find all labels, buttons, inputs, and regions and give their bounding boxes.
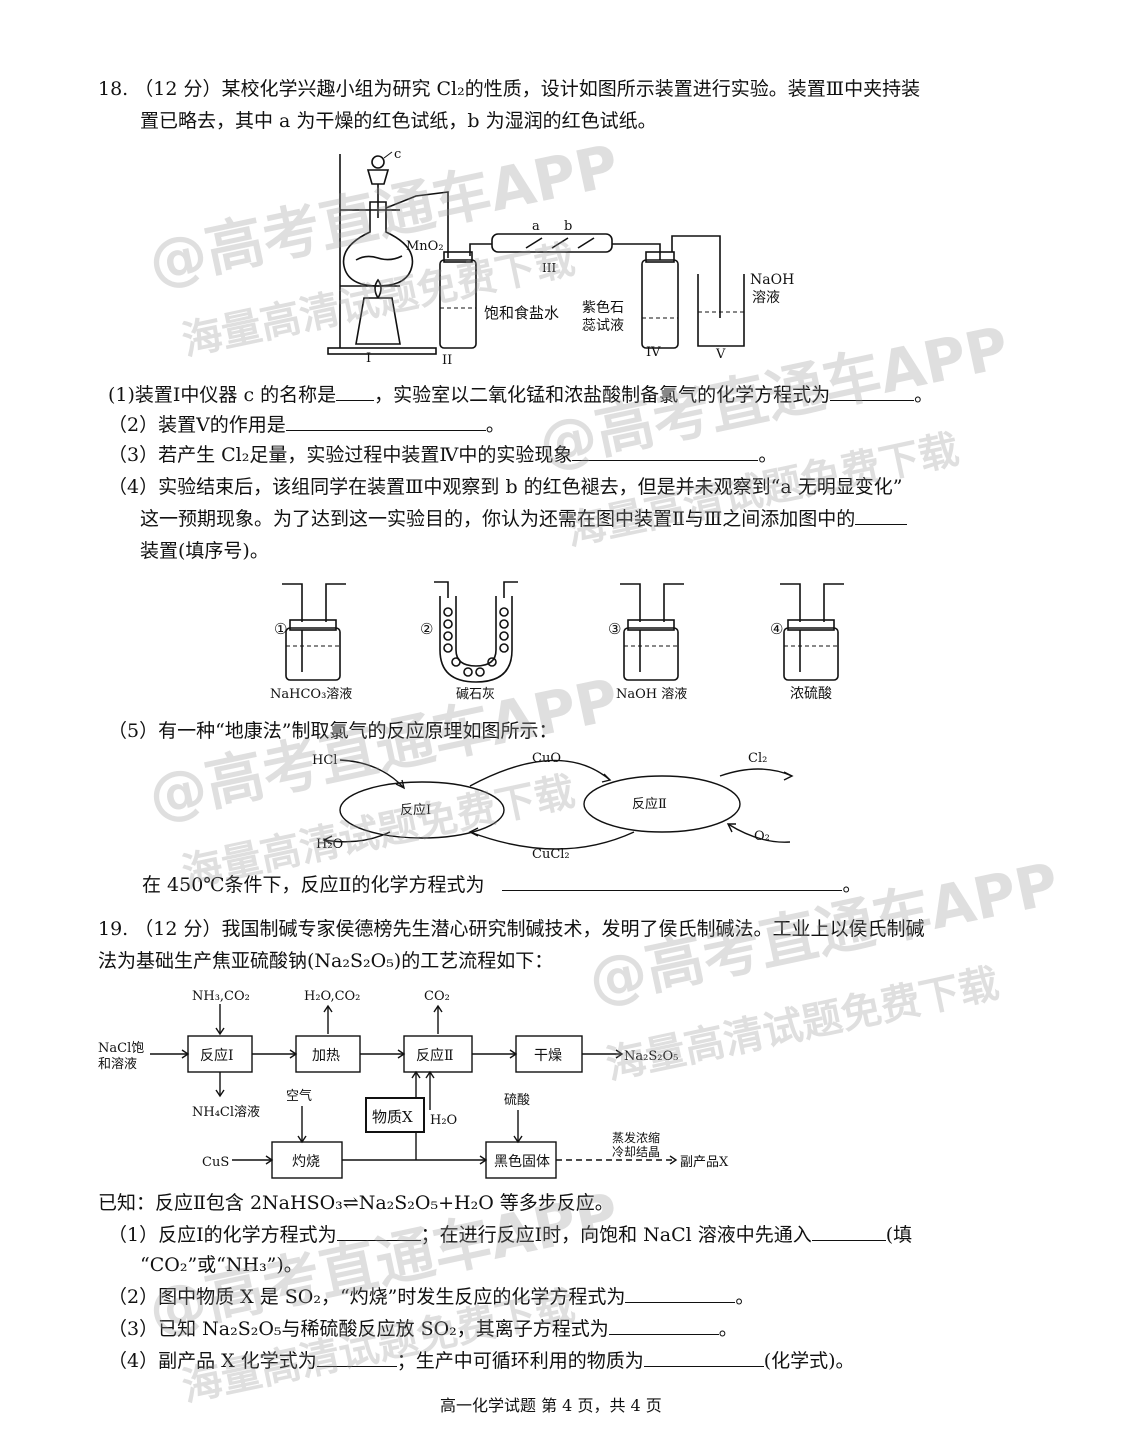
answer-blank[interactable] bbox=[830, 380, 915, 401]
svg-text:碱石灰: 碱石灰 bbox=[456, 687, 495, 702]
flow-burn: 灼烧 bbox=[292, 1154, 320, 1170]
answer-blank[interactable] bbox=[643, 1346, 764, 1367]
answer-blank[interactable] bbox=[316, 1346, 397, 1367]
label-litmus-2: 蕊试液 bbox=[582, 318, 624, 334]
flow-acid: 硫酸 bbox=[504, 1093, 530, 1108]
q19-part1-tail: “CO₂”或“NH₃”)。 bbox=[140, 1254, 303, 1276]
flow-reaction-1: 反应Ⅰ bbox=[200, 1047, 234, 1064]
svg-text:NaOH 溶液: NaOH 溶液 bbox=[616, 687, 687, 702]
svg-text:②: ② bbox=[420, 620, 433, 638]
svg-text:浓硫酸: 浓硫酸 bbox=[790, 686, 832, 702]
flow-nh4cl: NH₄Cl溶液 bbox=[192, 1105, 260, 1120]
answer-blank[interactable] bbox=[608, 1314, 719, 1335]
cycle-h2o: H₂O bbox=[316, 837, 343, 852]
label-mno2: MnO₂ bbox=[406, 239, 444, 254]
label-naoh-1: NaOH bbox=[750, 272, 794, 288]
answer-blank[interactable] bbox=[336, 380, 375, 401]
q18-header: 18. （12 分）某校化学兴趣小组为研究 Cl₂的性质，设计如图所示装置进行实… bbox=[98, 78, 921, 100]
label-III: III bbox=[542, 261, 556, 275]
q18-part4-tail: 装置(填序号)。 bbox=[140, 540, 269, 562]
label-I: I bbox=[366, 351, 371, 366]
q19-known: 已知：反应Ⅱ包含 2NaHSO₃⇌Na₂S₂O₅+H₂O 等多步反应。 bbox=[98, 1192, 614, 1214]
flow-black-solid: 黑色固体 bbox=[494, 1153, 550, 1170]
answer-blank[interactable] bbox=[625, 1282, 736, 1303]
option-4-bottle: ④ 浓硫酸 bbox=[770, 583, 844, 702]
label-V: V bbox=[715, 347, 726, 362]
flow-product: Na₂S₂O₅ bbox=[624, 1049, 678, 1064]
cycle-reaction-2: 反应Ⅱ bbox=[632, 796, 667, 812]
q19-header: 19. （12 分）我国制碱专家侯德榜先生潜心研究制碱技术，发明了侯氏制碱法。工… bbox=[98, 918, 925, 940]
label-II: II bbox=[442, 353, 452, 368]
q19-header-cont: 法为基础生产焦亚硫酸钠(Na₂S₂O₅)的工艺流程如下： bbox=[98, 950, 554, 972]
svg-text:④: ④ bbox=[770, 620, 783, 638]
label-a: a bbox=[532, 219, 540, 234]
cycle-reaction-1: 反应Ⅰ bbox=[400, 802, 431, 818]
q18-part1: (1)装置Ⅰ中仪器 c 的名称是，实验室以二氧化锰和浓盐酸制备氯气的化学方程式为… bbox=[108, 380, 933, 410]
option-devices: ① NaHCO₃溶液 ② 碱石灰 ③ NaOH 溶液 ④ 浓硫酸 bbox=[270, 581, 844, 702]
flow-substance-x: 物质X bbox=[372, 1108, 413, 1126]
q18-part2: （2）装置Ⅴ的作用是。 bbox=[108, 410, 505, 440]
process-flow-diagram: NH₃,CO₂ H₂O,CO₂ CO₂ NaCl饱 和溶液 反应Ⅰ 加热 反应Ⅱ… bbox=[98, 989, 729, 1179]
svg-text:①: ① bbox=[274, 620, 287, 638]
q19-part4: （4）副产品 X 化学式为；生产中可循环利用的物质为(化学式)。 bbox=[108, 1346, 855, 1376]
answer-blank[interactable] bbox=[336, 1220, 421, 1241]
label-c: c bbox=[394, 148, 401, 162]
q18-part5: （5）有一种“地康法”制取氯气的反应原理如图所示： bbox=[108, 720, 558, 742]
q18-part4: （4）实验结束后，该组同学在装置Ⅲ中观察到 b 的红色褪去，但是并未观察到“a … bbox=[108, 476, 903, 498]
label-IV: IV bbox=[646, 345, 661, 360]
cycle-o2: O₂ bbox=[754, 829, 770, 844]
cycle-hcl: HCl bbox=[312, 753, 337, 768]
answer-blank[interactable] bbox=[572, 440, 759, 461]
flow-dry: 干燥 bbox=[534, 1048, 562, 1064]
option-2-u-tube: ② 碱石灰 bbox=[420, 581, 518, 702]
flow-air: 空气 bbox=[286, 1088, 312, 1104]
answer-blank[interactable] bbox=[855, 504, 908, 525]
flow-reaction-2: 反应Ⅱ bbox=[416, 1047, 454, 1064]
answer-blank[interactable] bbox=[502, 870, 843, 891]
flow-cus: CuS bbox=[202, 1155, 229, 1170]
answer-blank[interactable] bbox=[285, 410, 486, 431]
flow-crystallize: 冷却结晶 bbox=[612, 1145, 660, 1159]
label-litmus-1: 紫色石 bbox=[582, 299, 624, 316]
flow-nacl-1: NaCl饱 bbox=[98, 1041, 144, 1056]
q18-part3: （3）若产生 Cl₂足量，实验过程中装置Ⅳ中的实验现象。 bbox=[108, 440, 777, 470]
answer-blank[interactable] bbox=[811, 1220, 886, 1241]
svg-text:③: ③ bbox=[608, 620, 621, 638]
q19-part3: （3）已知 Na₂S₂O₅与稀硫酸反应放 SO₂，其离子方程式为。 bbox=[108, 1314, 738, 1344]
cycle-cucl2: CuCl₂ bbox=[532, 847, 570, 862]
flow-heat: 加热 bbox=[312, 1048, 340, 1064]
apparatus-diagram: c MnO₂ I II 饱和食盐水 a b III 紫色石 蕊试液 IV V N… bbox=[327, 148, 794, 368]
label-b: b bbox=[564, 219, 572, 234]
flow-h2o-co2: H₂O,CO₂ bbox=[304, 989, 360, 1004]
cycle-cl2: Cl₂ bbox=[748, 751, 767, 766]
cycle-cuo: CuO bbox=[532, 751, 561, 766]
q18-part4-cont: 这一预期现象。为了达到这一实验目的，你认为还需在图中装置Ⅱ与Ⅲ之间添加图中的 bbox=[140, 504, 908, 534]
flow-nh3-co2: NH₃,CO₂ bbox=[192, 989, 250, 1004]
q18-part5-equation: 在 450℃条件下，反应Ⅱ的化学方程式为。 bbox=[142, 870, 862, 900]
option-1-bottle: ① NaHCO₃溶液 bbox=[270, 583, 352, 702]
deacon-cycle-diagram: HCl CuO Cl₂ 反应Ⅰ 反应Ⅱ O₂ H₂O CuCl₂ bbox=[312, 751, 794, 862]
flow-co2: CO₂ bbox=[424, 989, 450, 1004]
flow-h2o: H₂O bbox=[430, 1113, 457, 1128]
flow-nacl-2: 和溶液 bbox=[98, 1057, 137, 1072]
option-3-bottle: ③ NaOH 溶液 bbox=[608, 583, 687, 702]
label-brine: 饱和食盐水 bbox=[484, 304, 559, 322]
svg-text:NaHCO₃溶液: NaHCO₃溶液 bbox=[270, 687, 352, 702]
q18-header-cont: 置已略去，其中 a 为干燥的红色试纸，b 为湿润的红色试纸。 bbox=[140, 110, 657, 132]
q19-part2: （2）图中物质 X 是 SO₂，“灼烧”时发生反应的化学方程式为。 bbox=[108, 1282, 754, 1312]
flow-evaporate: 蒸发浓缩 bbox=[612, 1130, 660, 1145]
page-footer: 高一化学试题 第 4 页，共 4 页 bbox=[440, 1396, 662, 1415]
flow-byproduct-x: 副产品X bbox=[680, 1155, 729, 1170]
label-naoh-2: 溶液 bbox=[752, 290, 780, 306]
q19-part1: （1）反应Ⅰ的化学方程式为；在进行反应Ⅰ时，向饱和 NaCl 溶液中先通入(填 bbox=[108, 1220, 912, 1250]
